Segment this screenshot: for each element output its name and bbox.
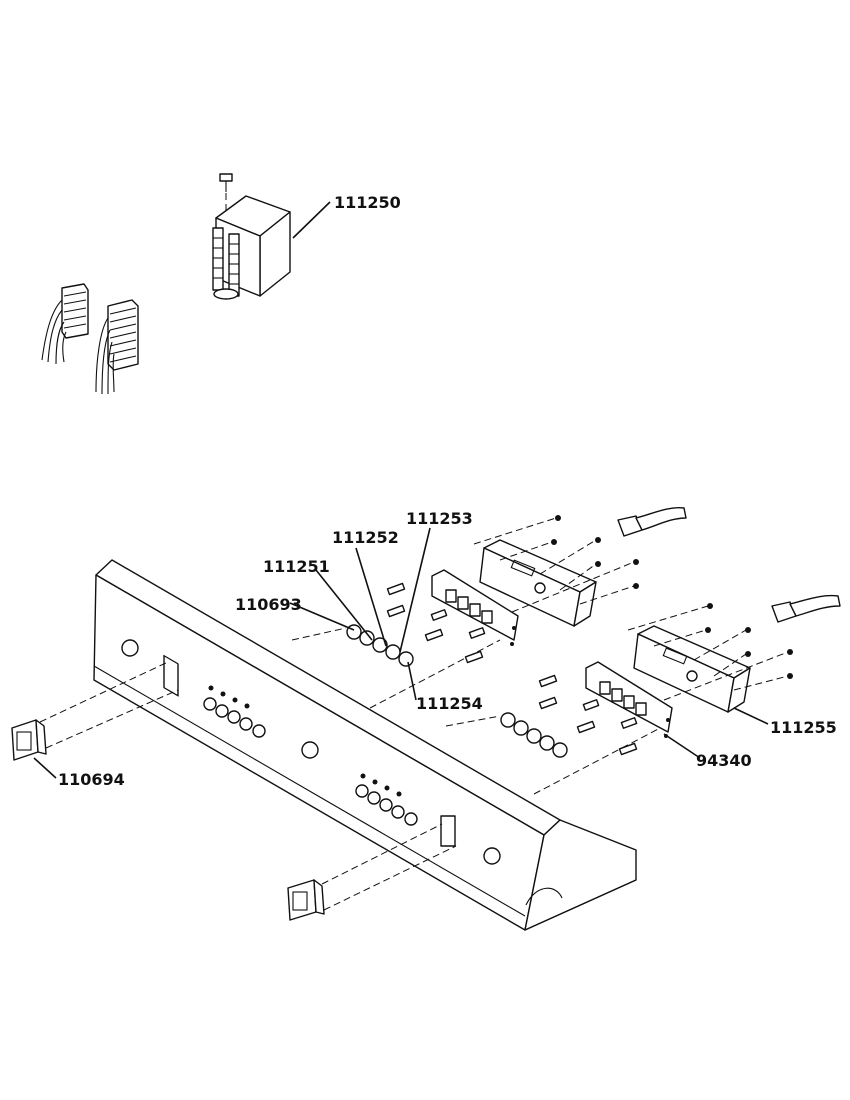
label-94340: 94340: [696, 751, 752, 770]
console-panel: [93, 559, 637, 931]
upper-pins: [386, 582, 486, 664]
relay-module: 111250: [212, 173, 401, 300]
relay-terminals: [212, 227, 240, 300]
lower-pcb: [585, 661, 673, 738]
label-111250: 111250: [334, 193, 401, 212]
label-110693: 110693: [235, 595, 302, 614]
lower-housing: [633, 625, 751, 713]
upper-screws: [473, 515, 639, 613]
label-111255: 111255: [770, 718, 837, 737]
callouts: 111253 111252 111251 110693 111254 11125…: [235, 509, 837, 770]
label-110694: 110694: [58, 770, 125, 789]
lower-screws: [627, 603, 793, 701]
label-111252: 111252: [332, 528, 399, 547]
lower-ribbon-cable: [771, 594, 841, 623]
console-buttons-left: [203, 685, 266, 738]
rocker-switch-left: 110694: [11, 661, 179, 789]
wire-harness: [41, 283, 139, 395]
lower-knobs: [500, 712, 568, 758]
upper-ribbon-cable: [617, 506, 687, 537]
upper-pcb: [431, 569, 519, 646]
label-111251: 111251: [263, 557, 330, 576]
lower-switch-assembly: [445, 594, 841, 795]
label-111253: 111253: [406, 509, 473, 528]
rocker-switch-bottom: [287, 823, 457, 921]
upper-knobs: [346, 624, 414, 667]
upper-housing: [479, 539, 597, 627]
lower-pins: [538, 674, 638, 756]
label-111254: 111254: [416, 694, 483, 713]
console-buttons-right: [355, 773, 418, 826]
